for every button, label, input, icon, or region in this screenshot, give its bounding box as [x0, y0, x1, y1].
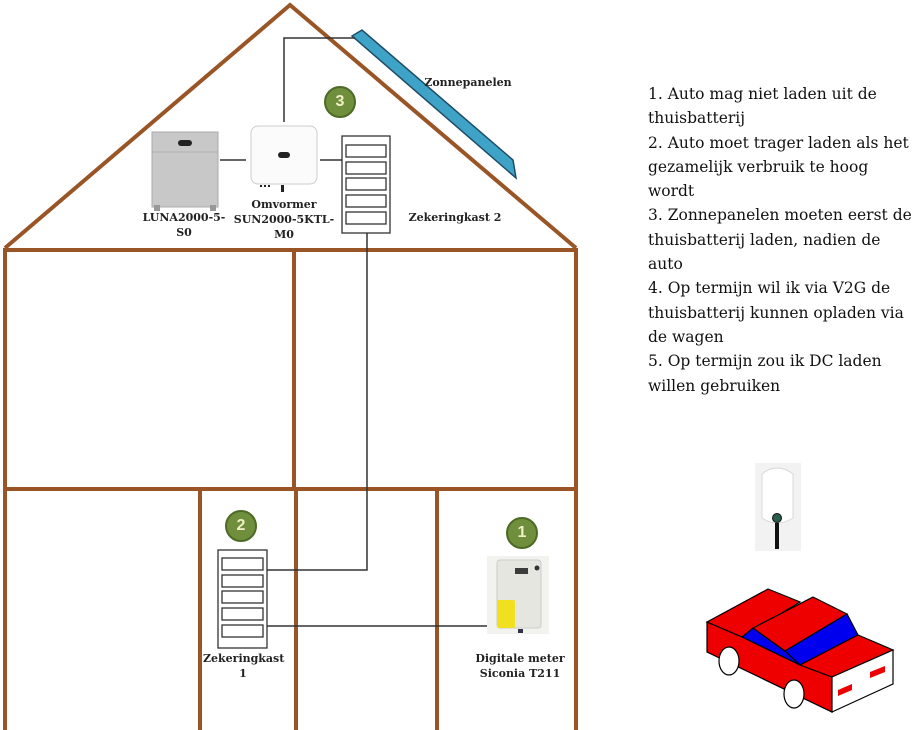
fusebox-2-label: Zekeringkast 2	[408, 211, 502, 224]
fusebox-1-label: Zekeringkast 1	[203, 652, 285, 680]
badge-fusebox1: 2	[225, 510, 257, 542]
inverter-label-line1: Omvormer	[251, 198, 317, 211]
inverter-icon	[250, 125, 318, 192]
meter-label-line1: Digitale meter	[475, 652, 565, 665]
meter-label: Digitale meter Siconia T211	[455, 651, 585, 681]
house-body	[3, 248, 578, 730]
ev-charger-icon	[755, 463, 801, 551]
badge-inverter: 3	[324, 86, 356, 118]
inverter-label: Omvormer SUN2000-5KTL-M0	[228, 197, 340, 242]
house-structure	[3, 2, 578, 730]
solar-panels-label: Zonnepanelen	[424, 76, 512, 89]
car-icon	[705, 588, 895, 713]
battery-icon	[151, 131, 219, 211]
battery-label: LUNA2000-5-S0	[142, 211, 226, 239]
requirement-item: 5. Op termijn zou ik DC laden willen geb…	[648, 352, 882, 395]
inverter-label-line2: SUN2000-5KTL-M0	[233, 213, 335, 241]
requirement-item: 1. Auto mag niet laden uit de thuisbatte…	[648, 85, 877, 128]
wire-inverter-solar	[283, 37, 355, 122]
wires	[220, 37, 490, 627]
fusebox-1-icon	[217, 549, 268, 649]
wire-fusebox2-fusebox1	[266, 233, 368, 571]
meter-label-line2: Siconia T211	[479, 667, 561, 680]
requirement-item: 3. Zonnepanelen moeten eerst de thuisbat…	[648, 206, 912, 274]
requirements-list: 1. Auto mag niet laden uit de thuisbatte…	[648, 82, 918, 398]
roof	[3, 2, 578, 250]
digital-meter-icon	[487, 556, 549, 634]
fusebox-2-icon	[341, 135, 391, 234]
requirement-item: 2. Auto moet trager laden als het gezame…	[648, 133, 909, 201]
requirement-item: 4. Op termijn wil ik via V2G de thuisbat…	[648, 279, 904, 346]
solar-panel	[350, 29, 518, 180]
badge-meter: 1	[506, 517, 538, 549]
